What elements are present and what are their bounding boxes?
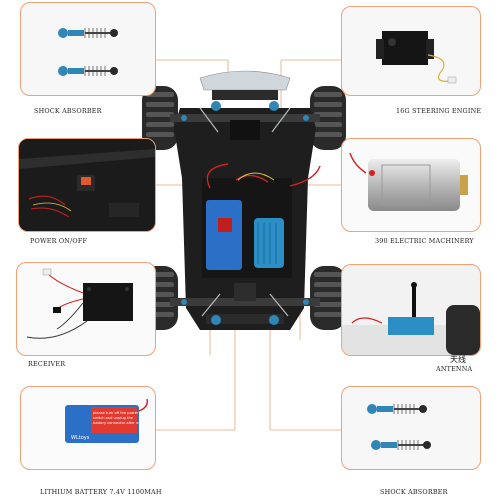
shock-absorber-image — [58, 28, 118, 76]
front-right-wheel — [310, 86, 346, 150]
panel-shock-absorber-top — [20, 2, 156, 96]
label-antenna: ANTENNA — [436, 365, 473, 373]
panel-battery: please turn off the power switch and unp… — [20, 386, 156, 470]
label-power-on-off: POWER ON/OFF — [30, 237, 88, 245]
battery-image: please turn off the power switch and unp… — [65, 398, 149, 443]
label-antenna-chinese: 天线 — [450, 355, 466, 364]
shock-absorber-bottom-image — [367, 404, 431, 450]
panel-antenna — [341, 264, 481, 356]
rc-car-topview — [142, 70, 346, 330]
power-switch-image — [19, 139, 155, 231]
motor-image — [349, 152, 468, 211]
label-lithium-battery: LITHIUM BATTERY 7.4V 1100MAH — [40, 488, 162, 496]
label-shock-absorber-bottom: SHOCK ABSORBER — [380, 488, 448, 496]
label-shock-absorber-top: SHOCK ABSORBER — [34, 107, 102, 115]
panel-steering-engine — [341, 6, 481, 96]
battery-label-line2: switch and unplug the — [93, 416, 134, 420]
battery-label-line3: battery connector after use — [93, 421, 143, 425]
panel-receiver — [16, 262, 156, 356]
antenna-image — [342, 282, 480, 355]
label-receiver: RECEIVER — [28, 360, 66, 368]
battery-brand: WLtoys — [71, 435, 90, 441]
panel-power-switch — [18, 138, 156, 232]
rear-right-wheel — [310, 266, 346, 330]
panel-shock-absorber-bottom — [341, 386, 481, 470]
receiver-image — [26, 268, 133, 339]
panel-electric-motor — [341, 138, 481, 232]
front-left-wheel — [142, 86, 178, 150]
label-390-electric-machinery: 390 ELECTRIC MACHINERY — [375, 237, 474, 245]
label-steering-engine: 16G STEERING ENGINE — [396, 107, 482, 115]
steering-servo-image — [376, 31, 457, 84]
battery-label-line1: please turn off the power — [93, 411, 139, 415]
